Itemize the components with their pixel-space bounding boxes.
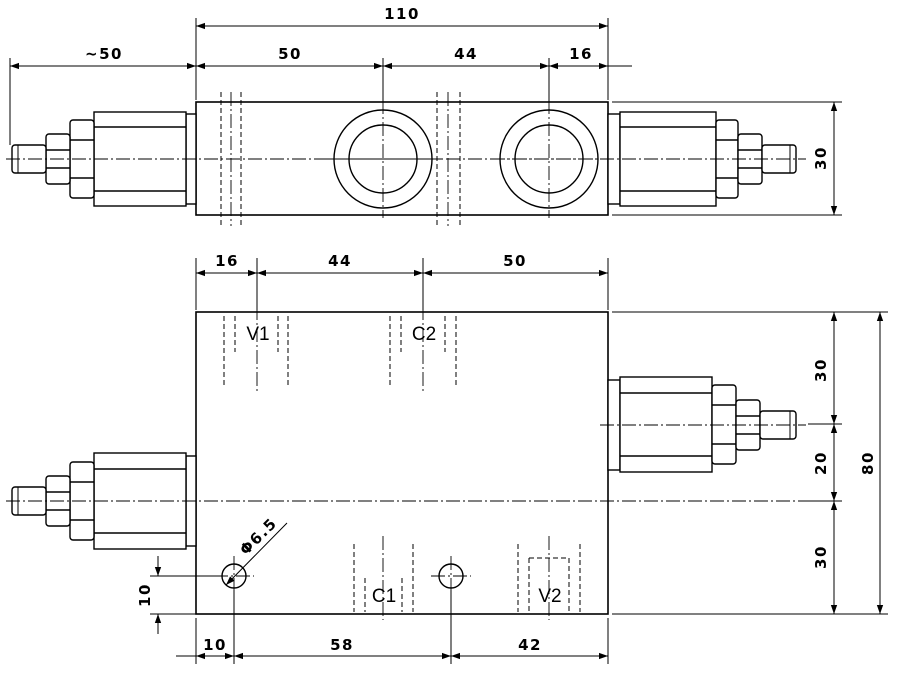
front-view: 16 44 50 30 20 30 80 V1 [6,252,888,664]
port-label-c1: C1 [372,586,396,607]
front-left-cartridge [6,452,842,550]
dim-mid-seg3: 50 [503,252,527,270]
dim-mid-seg1: 16 [215,252,239,270]
dim-right-total: 80 [859,451,877,475]
top-view: 110 ~50 50 44 16 30 [6,5,842,226]
dim-right-h3: 30 [812,545,830,569]
dim-bottom-seg3: 42 [518,636,542,654]
dim-top-height: 30 [812,146,830,170]
dim-right-h1: 30 [812,358,830,382]
dim-top-seg1: 50 [278,45,302,63]
port-label-c2: C2 [412,324,436,345]
port-label-v1: V1 [246,324,269,345]
port-c1-bore [353,536,414,620]
dim-bottom-seg1: 10 [203,636,227,654]
port-c2-bore [389,306,457,392]
front-right-cartridge [600,376,806,473]
port-v2-bore [517,536,581,620]
dim-top-seg3: 16 [569,45,593,63]
dim-mid-seg2: 44 [328,252,352,270]
port-label-v2: V2 [538,586,561,607]
port-v1-bore [223,306,289,392]
dim-top-left-overhang: ~50 [85,45,123,63]
front-valve-body [195,311,609,615]
dim-left-hole-height: 10 [136,583,154,607]
mounting-hole-right [431,556,471,596]
dim-top-seg2: 44 [454,45,478,63]
dim-bottom-seg2: 58 [330,636,354,654]
dim-right-h2: 20 [812,451,830,475]
dim-top-total: 110 [384,5,420,23]
top-valve-body [195,101,609,216]
